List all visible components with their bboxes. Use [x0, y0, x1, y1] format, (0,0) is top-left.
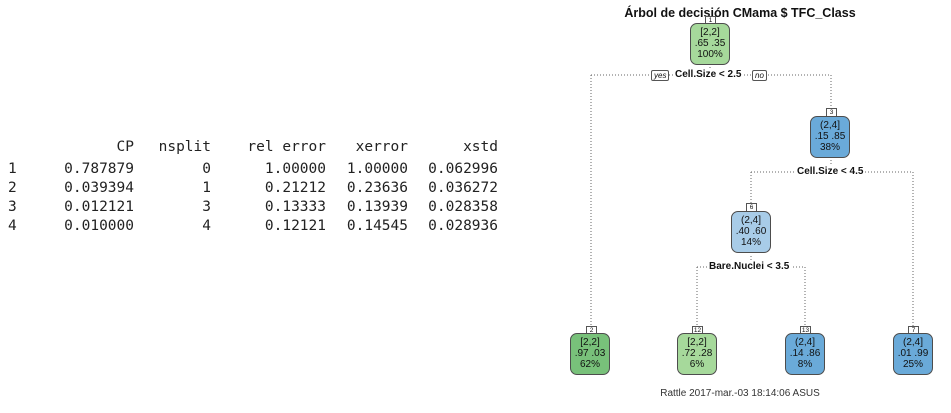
cell-rel-error: 0.13333	[264, 199, 326, 215]
node-probs: .14 .86	[789, 348, 821, 359]
node-class: (2,4]	[819, 120, 840, 131]
cell-cp: 0.039394	[64, 180, 134, 196]
node-probs: .65 .35	[694, 38, 726, 49]
cell-rel-error: 0.21212	[264, 180, 326, 196]
table-row: 3 0.012121 3 0.13333 0.13939 0.028358	[8, 198, 498, 217]
cell-rel-error: 1.00000	[264, 161, 326, 177]
cell-xstd: 0.028358	[428, 199, 498, 215]
cell-cp: 0.010000	[64, 218, 134, 234]
cell-nsplit: 4	[202, 218, 211, 234]
header-rel-error: rel error	[247, 139, 326, 155]
cell-nsplit: 3	[202, 199, 211, 215]
node-pct: 38%	[819, 142, 840, 153]
cp-table-header: CP nsplit rel error xerror xstd	[8, 138, 498, 160]
cell-xerror: 0.13939	[346, 199, 408, 215]
node-probs: .72 .28	[681, 348, 713, 359]
table-row: 2 0.039394 1 0.21212 0.23636 0.036272	[8, 179, 498, 198]
node-probs: .40 .60	[735, 226, 767, 237]
node-pct: 6%	[689, 359, 705, 370]
cell-xstd: 0.062996	[428, 161, 498, 177]
cell-row-index: 2	[8, 180, 17, 196]
cell-xstd: 0.028936	[428, 218, 498, 234]
node-pct: 25%	[902, 359, 923, 370]
tree-node-2: [2,2] .97 .03 62%	[570, 333, 610, 375]
yes-label: yes	[651, 70, 670, 81]
table-row: 4 0.010000 4 0.12121 0.14545 0.028936	[8, 217, 498, 236]
cell-xerror: 1.00000	[346, 161, 408, 177]
node-class: (2,4]	[794, 337, 815, 348]
cell-nsplit: 0	[202, 161, 211, 177]
tree-node-13: (2,4] .14 .86 8%	[785, 333, 825, 375]
node-pct: 14%	[740, 237, 761, 248]
tree-footer: Rattle 2017-mar.-03 18:14:06 ASUS	[660, 388, 820, 399]
cell-rel-error: 0.12121	[264, 218, 326, 234]
tree-title: Árbol de decisión CMama $ TFC_Class	[624, 6, 856, 20]
header-cp: CP	[116, 139, 134, 155]
split-label-root: Cell.Size < 2.5	[673, 69, 744, 80]
cell-cp: 0.787879	[64, 161, 134, 177]
split-label-node-3: Cell.Size < 4.5	[795, 166, 866, 177]
cell-row-index: 4	[8, 218, 17, 234]
header-xstd: xstd	[463, 139, 498, 155]
node-class: (2,4]	[902, 337, 923, 348]
header-nsplit: nsplit	[158, 139, 211, 155]
cp-table: CP nsplit rel error xerror xstd 1 0.7878…	[8, 138, 498, 236]
node-probs: .01 .99	[897, 348, 929, 359]
tree-node-6: (2,4] .40 .60 14%	[731, 211, 771, 253]
table-row: 1 0.787879 0 1.00000 1.00000 0.062996	[8, 160, 498, 179]
cell-xstd: 0.036272	[428, 180, 498, 196]
cell-row-index: 3	[8, 199, 17, 215]
node-class: (2,4]	[740, 215, 761, 226]
node-pct: 100%	[697, 49, 723, 60]
node-pct: 62%	[579, 359, 600, 370]
node-class: [2,2]	[580, 337, 600, 348]
split-label-node-6: Bare.Nuclei < 3.5	[707, 261, 792, 272]
node-class: [2,2]	[700, 27, 720, 38]
tree-node-3: (2,4] .15 .85 38%	[810, 116, 850, 158]
cell-xerror: 0.23636	[346, 180, 408, 196]
cell-cp: 0.012121	[64, 199, 134, 215]
cell-row-index: 1	[8, 161, 17, 177]
tree-node-1: [2,2] .65 .35 100%	[690, 23, 730, 65]
node-probs: .15 .85	[814, 131, 846, 142]
cell-nsplit: 1	[202, 180, 211, 196]
tree-node-12: [2,2] .72 .28 6%	[677, 333, 717, 375]
node-pct: 8%	[797, 359, 813, 370]
header-xerror: xerror	[355, 139, 408, 155]
no-label: no	[752, 70, 767, 81]
tree-node-7: (2,4] .01 .99 25%	[893, 333, 933, 375]
node-class: [2,2]	[687, 337, 707, 348]
node-probs: .97 .03	[574, 348, 606, 359]
cell-xerror: 0.14545	[346, 218, 408, 234]
